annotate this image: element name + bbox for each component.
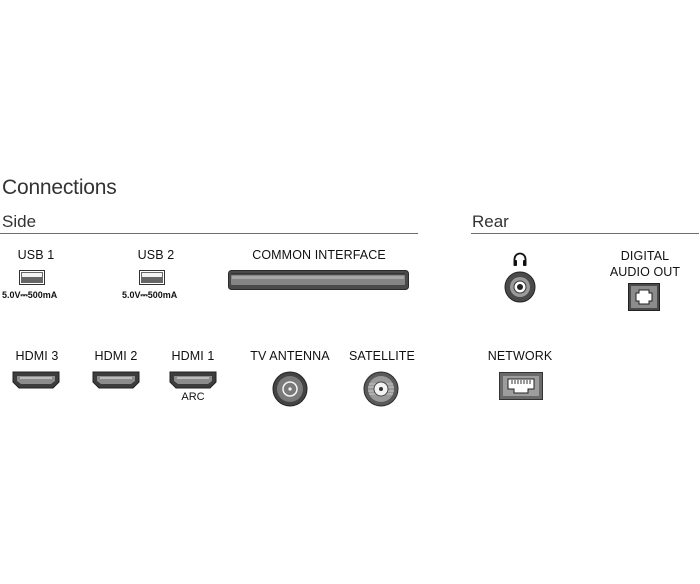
usb-port-icon — [19, 270, 45, 285]
antenna-connector-icon — [272, 371, 308, 407]
rear-divider — [471, 233, 699, 234]
satellite-connector-icon — [363, 371, 399, 407]
hdmi2-label: HDMI 2 — [94, 349, 138, 363]
headphone-icon — [512, 251, 528, 267]
hdmi1-arc-label: ARC — [181, 391, 205, 403]
usb2-label: USB 2 — [137, 248, 175, 262]
ci-slot-icon — [228, 270, 409, 290]
hdmi1-label: HDMI 1 — [171, 349, 215, 363]
optical-port-icon — [628, 283, 660, 311]
hdmi3-label: HDMI 3 — [15, 349, 59, 363]
hdmi-port-icon — [12, 371, 60, 389]
common-interface-label: COMMON INTERFACE — [252, 248, 386, 262]
tv-antenna-label: TV ANTENNA — [250, 349, 330, 363]
hdmi-port-icon — [169, 371, 217, 389]
usb1-label: USB 1 — [17, 248, 55, 262]
section-rear-heading: Rear — [472, 212, 509, 231]
ethernet-port-icon — [499, 372, 543, 400]
digital-audio-out-label-line2: AUDIO OUT — [609, 265, 681, 279]
usb1-spec: 5.0V⎓500mA — [2, 290, 58, 300]
hdmi-port-icon — [92, 371, 140, 389]
usb-port-icon — [139, 270, 165, 285]
network-label: NETWORK — [487, 349, 553, 363]
page-title: Connections — [2, 176, 117, 199]
side-divider — [0, 233, 418, 234]
audio-jack-icon — [504, 271, 536, 303]
section-side-heading: Side — [2, 212, 37, 231]
digital-audio-out-label-line1: DIGITAL — [620, 249, 670, 263]
usb2-spec: 5.0V⎓500mA — [122, 290, 178, 300]
satellite-label: SATELLITE — [349, 349, 415, 363]
